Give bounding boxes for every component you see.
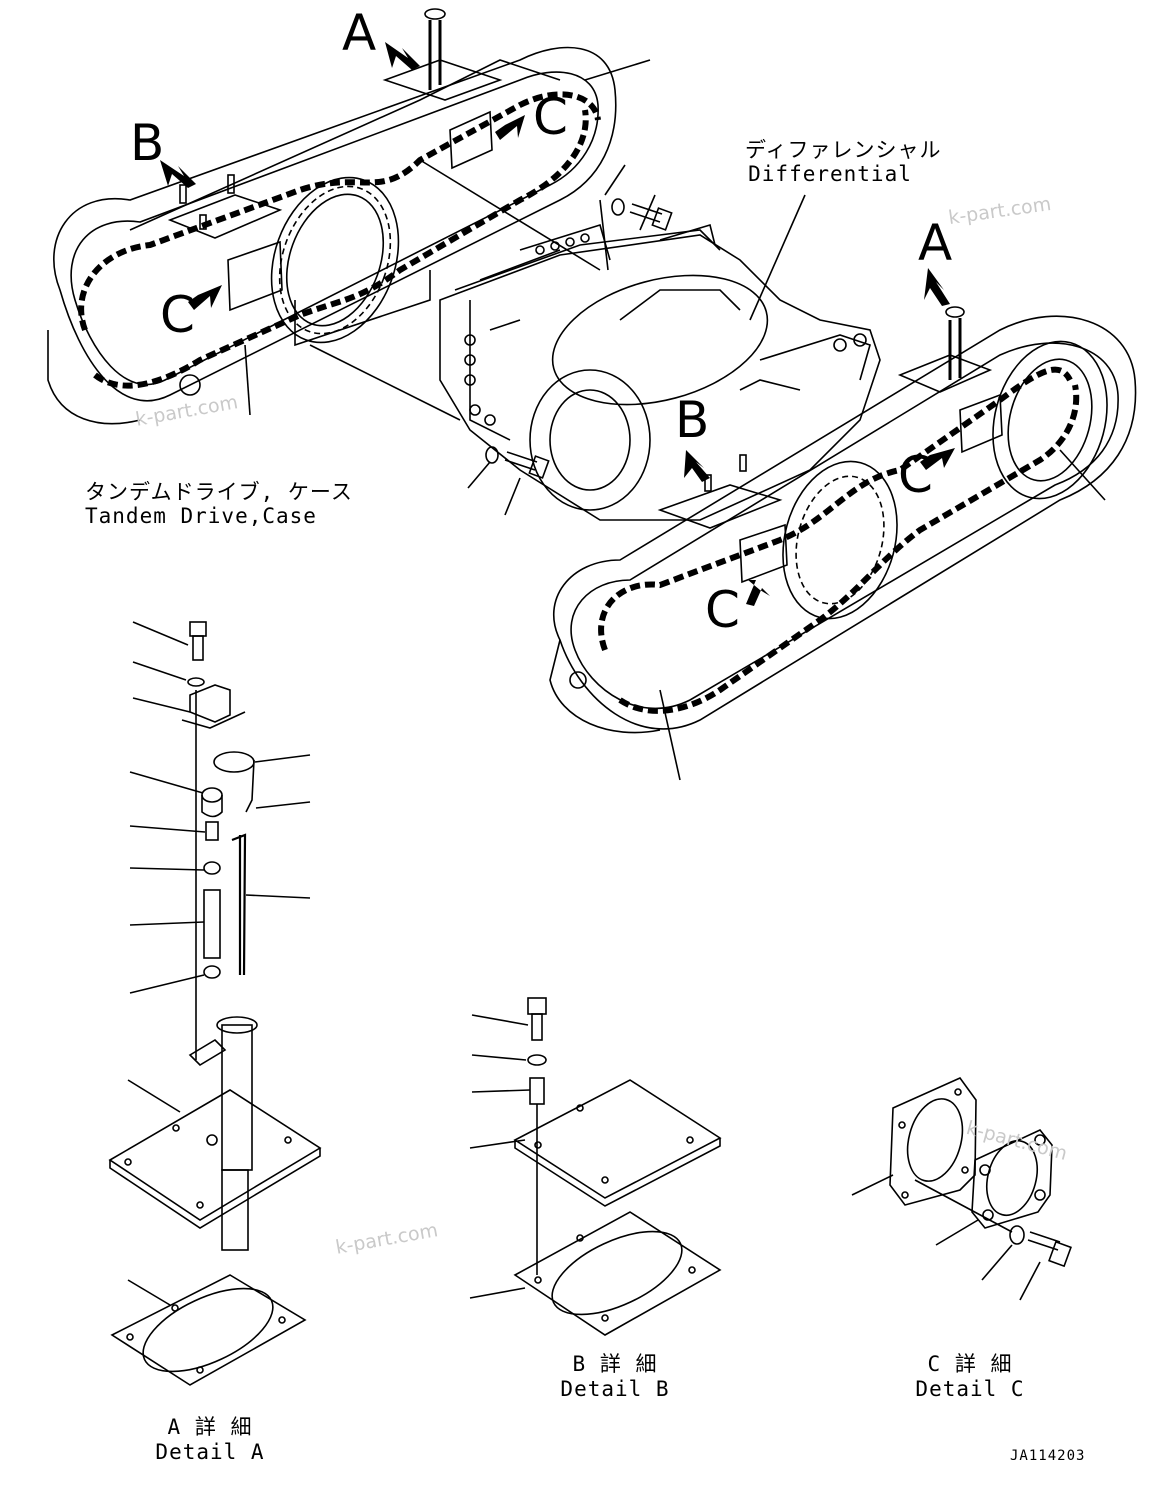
- differential-label-en: Differential: [748, 162, 912, 186]
- detail-c-caption-en: Detail C: [915, 1377, 1025, 1401]
- detail-a-assembly: [108, 621, 322, 1386]
- differential-label-jp: ディファレンシャル: [745, 138, 942, 162]
- marker-b-right: B: [675, 391, 710, 449]
- detail-a-caption-en: Detail A: [155, 1440, 265, 1464]
- detail-c-assembly: [851, 1077, 1072, 1301]
- marker-a-top: A: [342, 4, 377, 62]
- detail-b-caption-jp: B 詳 細: [572, 1352, 658, 1376]
- marker-c-bottom-right: C: [705, 581, 740, 639]
- tandem-label-en: Tandem Drive,Case: [85, 504, 317, 528]
- left-tandem-case: [47, 8, 617, 425]
- detail-c-caption-jp: C 詳 細: [927, 1352, 1013, 1376]
- leader-lines-overview: [244, 59, 1106, 781]
- drawing-code: JA114203: [1010, 1448, 1086, 1464]
- detail-b-assembly: [469, 997, 722, 1336]
- view-arrows: [160, 42, 955, 606]
- detail-b-caption-en: Detail B: [560, 1377, 670, 1401]
- differential-housing: [309, 159, 881, 521]
- marker-b-top-left: B: [130, 114, 165, 172]
- right-tandem-case: [549, 306, 1137, 734]
- marker-c-top-right: C: [533, 88, 568, 146]
- marker-c-right: C: [898, 446, 933, 504]
- marker-a-right: A: [918, 214, 953, 272]
- detail-a-caption-jp: A 詳 細: [167, 1415, 253, 1439]
- tandem-label-jp: タンデムドライブ, ケース: [85, 480, 353, 504]
- differential-bolts: [467, 164, 673, 516]
- marker-c-top-left: C: [160, 286, 195, 344]
